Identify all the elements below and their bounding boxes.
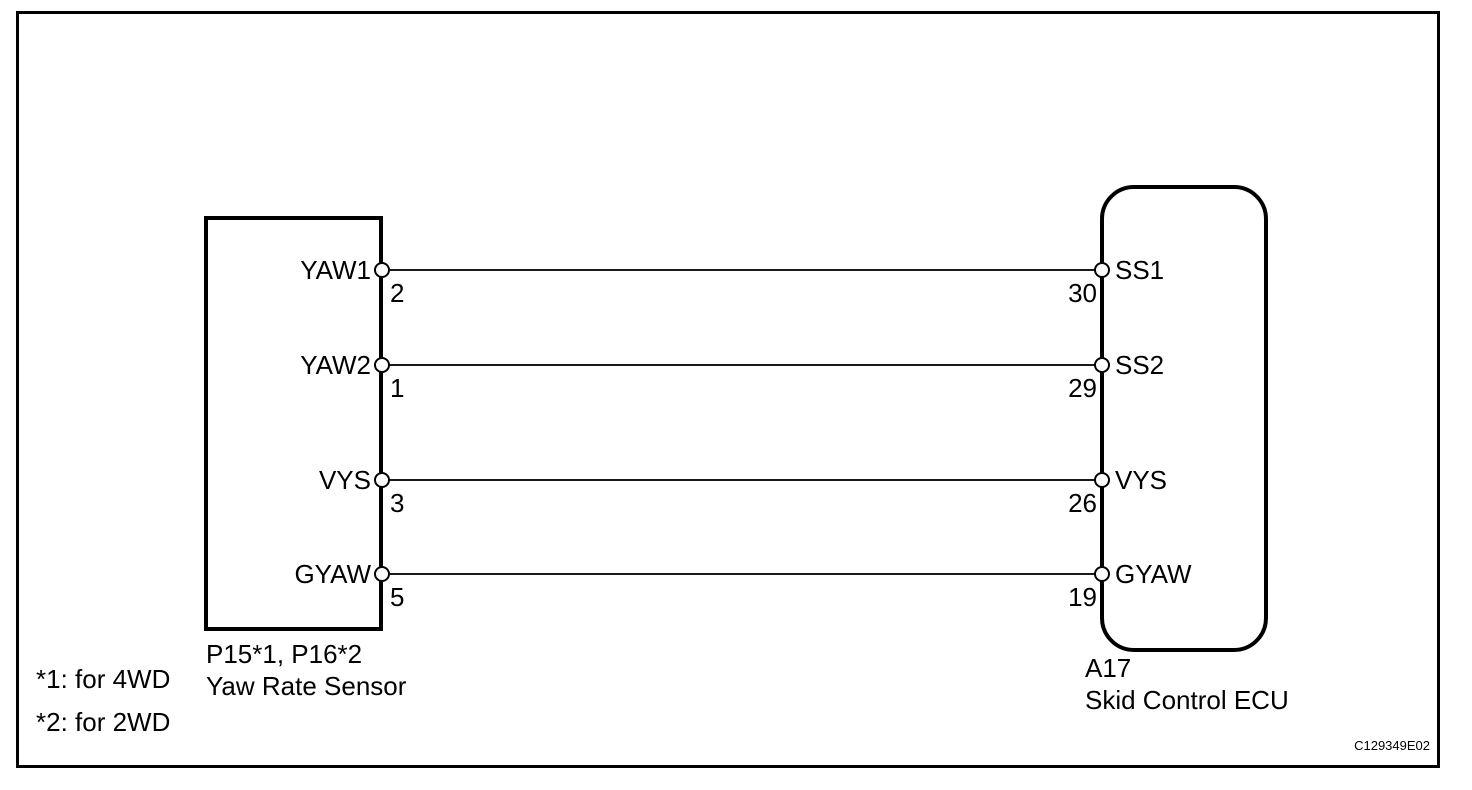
wire-vys-vys: [382, 479, 1102, 481]
pin-number-5: 5: [390, 582, 405, 612]
pin-number-2: 2: [390, 278, 405, 308]
terminal-icon: [374, 472, 390, 488]
pin-label-yaw1: YAW1: [300, 255, 371, 285]
note-2wd: *2: for 2WD: [36, 707, 171, 737]
yaw-rate-sensor-name: Yaw Rate Sensor: [206, 671, 407, 701]
pin-number-26: 26: [1068, 488, 1097, 518]
yaw-rate-sensor-box: [204, 216, 383, 631]
figure-code: C129349E02: [1354, 738, 1430, 753]
pin-label-gyaw-ecu: GYAW: [1115, 559, 1192, 589]
pin-number-3: 3: [390, 488, 405, 518]
pin-label-yaw2: YAW2: [300, 350, 371, 380]
pin-number-30: 30: [1068, 278, 1097, 308]
pin-number-19: 19: [1068, 582, 1097, 612]
yaw-rate-sensor-connector-id: P15*1, P16*2: [206, 639, 363, 669]
wire-yaw1-ss1: [382, 269, 1102, 271]
diagram-border: [16, 11, 1440, 768]
note-4wd: *1: for 4WD: [36, 664, 171, 694]
skid-control-ecu-box: [1100, 185, 1268, 652]
pin-label-vys-sensor: VYS: [318, 465, 371, 495]
pin-label-ss1: SS1: [1115, 255, 1165, 285]
terminal-icon: [1094, 357, 1110, 373]
skid-control-ecu-name: Skid Control ECU: [1085, 685, 1289, 715]
terminal-icon: [1094, 472, 1110, 488]
terminal-icon: [374, 262, 390, 278]
wire-yaw2-ss2: [382, 364, 1102, 366]
pin-number-29: 29: [1068, 373, 1097, 403]
pin-label-vys-ecu: VYS: [1115, 465, 1168, 495]
terminal-icon: [374, 566, 390, 582]
skid-control-ecu-caption: A17 Skid Control ECU: [1085, 652, 1289, 716]
pin-number-1: 1: [390, 373, 405, 403]
terminal-icon: [374, 357, 390, 373]
terminal-icon: [1094, 566, 1110, 582]
terminal-icon: [1094, 262, 1110, 278]
skid-control-ecu-connector-id: A17: [1085, 653, 1132, 683]
pin-label-ss2: SS2: [1115, 350, 1165, 380]
yaw-rate-sensor-caption: P15*1, P16*2 Yaw Rate Sensor: [206, 638, 406, 702]
pin-label-gyaw-sensor: GYAW: [294, 559, 371, 589]
wire-gyaw-gyaw: [382, 573, 1102, 575]
